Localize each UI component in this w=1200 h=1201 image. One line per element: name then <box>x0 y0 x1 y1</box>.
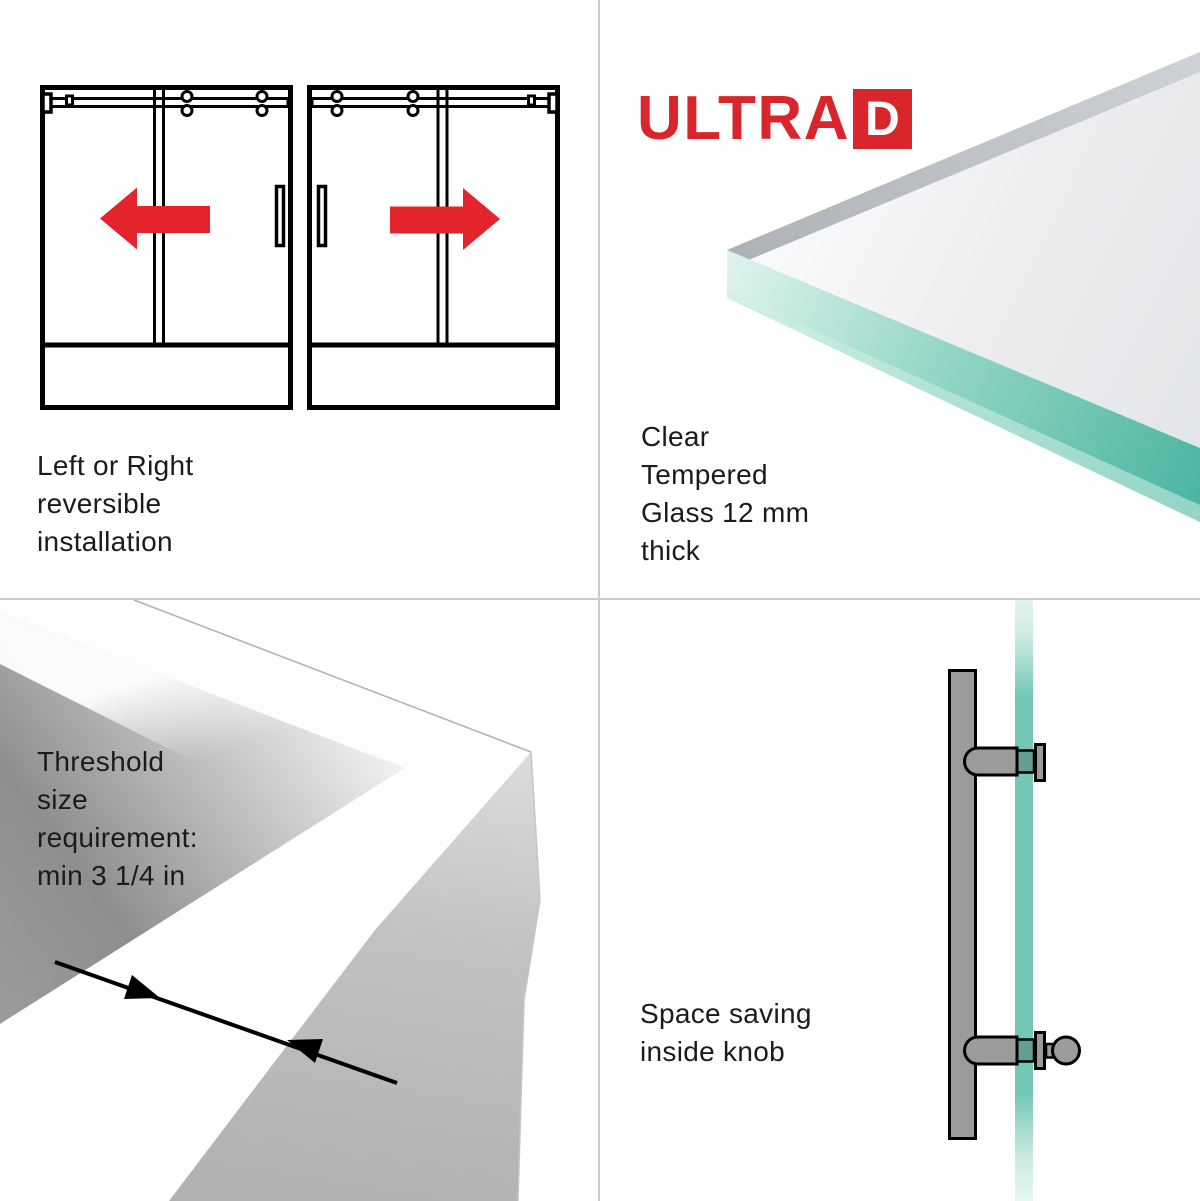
standoff-stem <box>1015 1038 1036 1063</box>
roller-icon <box>406 90 420 103</box>
roller-icon <box>180 104 194 117</box>
reversible-installation-illustration <box>40 85 560 410</box>
threshold-illustration <box>0 600 541 1201</box>
caption-line: installation <box>37 526 173 557</box>
threshold-rim-top <box>0 600 531 768</box>
standoff-arm <box>963 746 1019 777</box>
glass-top-surface <box>727 52 1200 448</box>
caption-knob: Space saving inside knob <box>640 995 812 1071</box>
rail-stop <box>527 94 536 107</box>
door-handle <box>274 184 286 248</box>
caption-line: thick <box>641 535 701 566</box>
knob-plate <box>1034 1031 1046 1070</box>
caption-line: Glass 12 mm <box>641 497 810 528</box>
glass-edge-highlight <box>727 291 1200 522</box>
rail-bracket <box>41 92 53 114</box>
standoff-stem <box>1015 749 1036 774</box>
caption-line: size <box>37 784 88 815</box>
knob-illustration <box>948 600 1081 1201</box>
tub-inner-wall-highlight <box>0 613 405 815</box>
roller-icon <box>180 90 194 103</box>
glass-strip <box>1015 600 1033 1201</box>
roller-icon <box>406 104 420 117</box>
knob-ball <box>1051 1035 1081 1066</box>
roller-icon <box>255 90 269 103</box>
roller-icon <box>330 104 344 117</box>
measure-arrow-icon <box>54 960 398 1085</box>
quadrant-divider-vertical <box>598 0 600 1201</box>
caption-line: inside knob <box>640 1036 785 1067</box>
brand-logo: ULTRA D <box>637 88 912 150</box>
caption-glass: Clear Tempered Glass 12 mm thick <box>641 418 809 570</box>
arrow-left-icon <box>100 187 210 250</box>
rail-bracket <box>547 92 559 114</box>
brand-name: ULTRA <box>637 84 850 153</box>
door-frame <box>307 85 560 410</box>
door-diagram-right <box>307 85 560 410</box>
caption-line: Clear <box>641 421 710 452</box>
glass-back-edge <box>727 52 1200 264</box>
tub-interior <box>0 613 405 1024</box>
brand-badge: D <box>852 89 912 149</box>
arrow-right-icon <box>390 188 500 250</box>
caption-reversible: Left or Right reversible installation <box>37 447 193 561</box>
roller-icon <box>255 104 269 117</box>
top-standoff <box>963 743 1046 782</box>
caption-line: reversible <box>37 488 162 519</box>
standoff-arm <box>963 1035 1019 1066</box>
caption-line: Threshold <box>37 746 165 777</box>
rail-stop <box>65 94 74 107</box>
door-frame <box>40 85 293 410</box>
outer-right-edge-line <box>517 751 541 1201</box>
top-rail <box>310 97 557 108</box>
quadrant-divider-horizontal <box>0 598 1200 600</box>
standoff-cap <box>1034 743 1046 782</box>
caption-line: Space saving <box>640 998 812 1029</box>
caption-line: requirement: <box>37 822 198 853</box>
door-handle <box>316 184 328 248</box>
handle-bar <box>948 669 977 1140</box>
glass-panel-illustration <box>727 52 1200 522</box>
tub-outer-face <box>169 752 540 1201</box>
door-diagram-left <box>40 85 293 410</box>
outer-top-edge-line <box>133 600 532 753</box>
roller-icon <box>330 90 344 103</box>
top-rail <box>43 97 290 108</box>
bottom-standoff <box>963 1031 1081 1070</box>
caption-line: min 3 1/4 in <box>37 860 186 891</box>
caption-line: Left or Right <box>37 450 194 481</box>
threshold-band <box>0 752 531 1201</box>
caption-line: Tempered <box>641 459 768 490</box>
caption-threshold: Threshold size requirement: min 3 1/4 in <box>37 743 198 895</box>
